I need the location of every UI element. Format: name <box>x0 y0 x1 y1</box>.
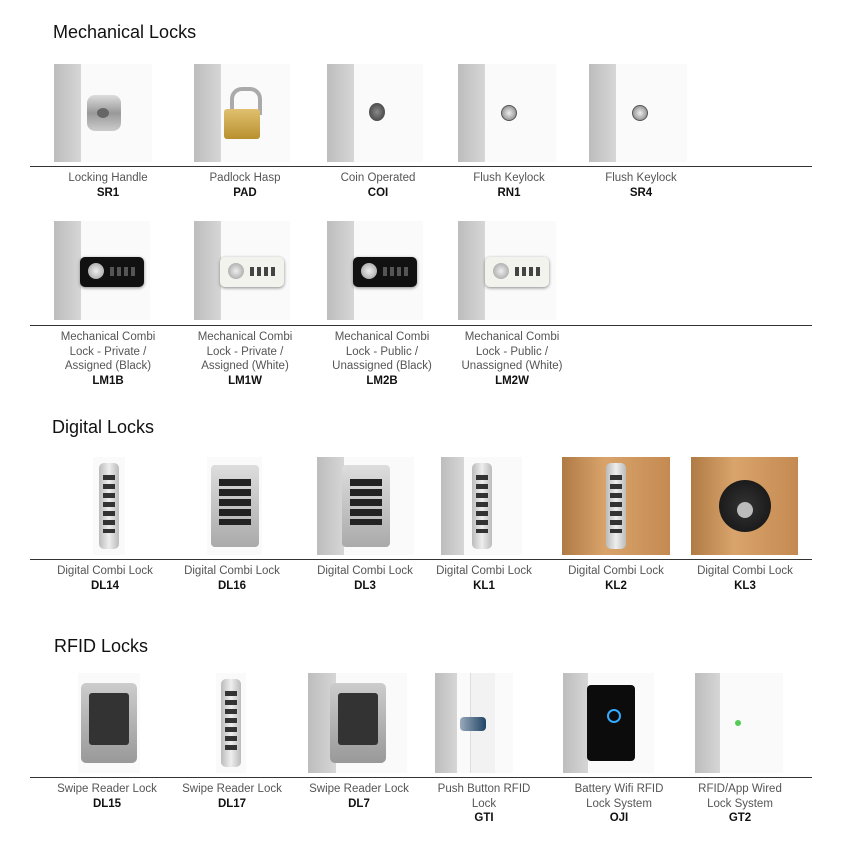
product-code: DL7 <box>348 797 370 810</box>
product-code: KL1 <box>473 579 495 592</box>
product-image-lm2b <box>327 221 423 320</box>
section-heading-digital: Digital Locks <box>52 417 155 437</box>
product-name: Digital Combi Lock <box>57 565 153 577</box>
product-name: Digital Combi Lock <box>568 565 664 577</box>
product-image-dl16 <box>207 457 262 555</box>
product-code: RN1 <box>497 186 521 199</box>
product-name: Digital Combi Lock <box>317 565 413 577</box>
product-name: Mechanical Combi Lock - Private / Assign… <box>197 331 293 372</box>
product-image-lm1w <box>194 221 290 320</box>
product-code: DL3 <box>354 579 376 592</box>
product-code: COI <box>367 186 389 199</box>
product-name: Battery Wifi RFID Lock System <box>574 783 664 810</box>
product-image-sr4 <box>589 64 687 162</box>
product-code: LM2W <box>495 374 529 387</box>
product-image-pad <box>194 64 290 162</box>
product-name: RFID/App Wired Lock System <box>698 783 782 810</box>
divider <box>30 777 812 778</box>
product-image-coi <box>327 64 423 162</box>
product-image-gt2 <box>695 673 783 773</box>
product-image-sr1 <box>54 64 152 162</box>
product-code: DL14 <box>90 579 120 592</box>
product-code: KL3 <box>734 579 756 592</box>
product-name: Digital Combi Lock <box>436 565 532 577</box>
product-code: GTI <box>474 812 494 824</box>
product-name: Mechanical Combi Lock - Public / Unassig… <box>461 331 563 372</box>
product-image-lm1b <box>54 221 150 320</box>
product-name: Digital Combi Lock <box>184 565 280 577</box>
product-caption-lm2w: Mechanical Combi Lock - Public / Unassig… <box>453 330 571 388</box>
product-name: Flush Keylock <box>473 172 545 184</box>
product-code: LM2B <box>366 374 398 387</box>
divider <box>30 559 812 560</box>
product-code: LM1W <box>228 374 262 387</box>
product-name: Flush Keylock <box>605 172 677 184</box>
product-caption-lm1b: Mechanical Combi Lock - Private / Assign… <box>49 330 167 388</box>
product-caption-lm2b: Mechanical Combi Lock - Public / Unassig… <box>323 330 441 388</box>
product-image-gti <box>435 673 513 773</box>
product-image-lm2w <box>458 221 556 320</box>
product-image-dl3 <box>317 457 414 555</box>
product-caption-lm1w: Mechanical Combi Lock - Private / Assign… <box>186 330 304 388</box>
product-code: PAD <box>233 186 257 199</box>
product-name: Push Button RFID Lock <box>437 783 531 810</box>
section-heading-mechanical: Mechanical Locks <box>53 22 197 42</box>
product-name: Padlock Hasp <box>209 172 281 184</box>
product-name: Locking Handle <box>68 172 148 184</box>
product-image-dl7 <box>308 673 407 773</box>
section-heading-rfid: RFID Locks <box>54 636 149 656</box>
product-image-kl3 <box>691 457 798 555</box>
product-name: Digital Combi Lock <box>697 565 793 577</box>
product-name: Swipe Reader Lock <box>182 783 282 795</box>
product-code: DL16 <box>217 579 247 592</box>
product-code: OJI <box>609 812 629 824</box>
product-code: GT2 <box>728 812 752 824</box>
product-image-kl2 <box>562 457 670 555</box>
product-image-kl1 <box>441 457 522 555</box>
divider <box>30 166 812 167</box>
product-image-dl17 <box>216 673 246 773</box>
product-code: KL2 <box>605 579 627 592</box>
product-name: Coin Operated <box>340 172 416 184</box>
divider <box>30 325 812 326</box>
product-image-dl14 <box>93 457 125 555</box>
product-name: Mechanical Combi Lock - Private / Assign… <box>60 331 156 372</box>
product-code: LM1B <box>92 374 124 387</box>
product-image-dl15 <box>78 673 140 773</box>
product-image-oji <box>563 673 654 773</box>
product-code: SR1 <box>96 186 120 199</box>
product-code: DL15 <box>92 797 122 810</box>
product-name: Swipe Reader Lock <box>309 783 409 795</box>
product-image-rn1 <box>458 64 556 162</box>
product-code: SR4 <box>629 186 653 199</box>
product-name: Swipe Reader Lock <box>57 783 157 795</box>
product-code: DL17 <box>217 797 247 810</box>
product-name: Mechanical Combi Lock - Public / Unassig… <box>332 331 432 372</box>
